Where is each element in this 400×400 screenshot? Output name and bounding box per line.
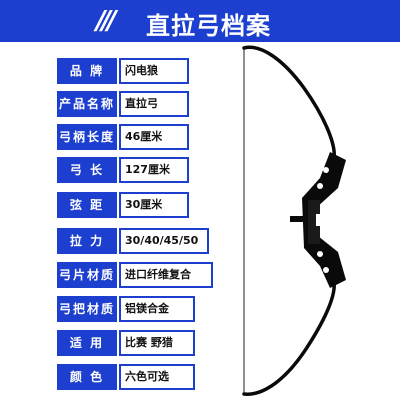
spec-value: 比赛 野猎 [119,330,195,356]
bow-lower-limb [242,280,336,396]
header-bar: /// 直拉弓档案 [0,0,400,42]
spec-label: 弓把材质 [57,296,117,322]
spec-label: 拉 力 [57,228,117,254]
bow-riser [290,152,346,288]
page-title: 直拉弓档案 [146,12,271,40]
spec-value: 铝镁合金 [119,296,195,322]
header-slashes: /// [96,6,116,36]
spec-label: 颜 色 [57,364,117,390]
spec-value: 46厘米 [119,124,189,150]
spec-label: 产品名称 [57,91,117,117]
spec-value: 30厘米 [119,192,189,218]
spec-value: 六色可选 [119,364,195,390]
spec-label: 适 用 [57,330,117,356]
spec-value: 30/40/45/50 [119,228,209,254]
spec-label: 弦 距 [57,192,117,218]
bow-upper-limb [242,45,336,160]
spec-label: 弓片材质 [57,262,117,288]
spec-label: 弓 长 [57,157,117,183]
spec-value: 闪电狼 [119,58,189,84]
recurve-bow-image [242,45,346,396]
spec-value: 直拉弓 [119,91,189,117]
spec-label: 弓柄长度 [57,124,117,150]
spec-value: 进口纤维复合 [119,262,213,288]
spec-value: 127厘米 [119,157,189,183]
spec-label: 品 牌 [57,58,117,84]
